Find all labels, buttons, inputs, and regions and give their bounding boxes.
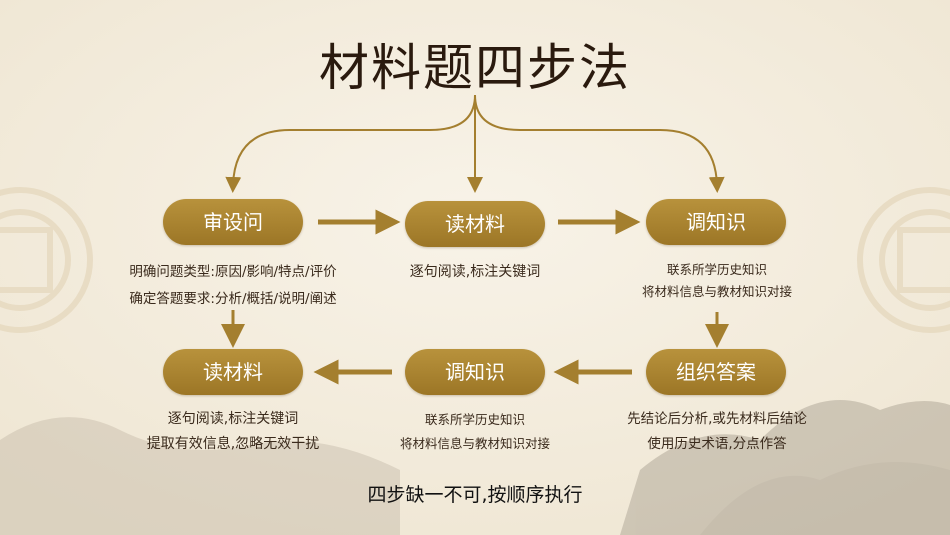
step-description: 逐句阅读,标注关键词 (375, 261, 575, 283)
desc-line: 联系所学历史知识 (666, 262, 767, 277)
step-label: 读材料 (203, 360, 263, 384)
left-ornament (0, 187, 93, 333)
desc-line: 确定答题要求:分析/概括/说明/阐述 (129, 291, 337, 307)
step-pill-调知识-2: 调知识 (405, 349, 545, 395)
step-description: 先结论后分析,或先材料后结论 使用历史术语,分点作答 (604, 407, 830, 457)
ink-mountains (0, 400, 950, 535)
step-description: 逐句阅读,标注关键词 提取有效信息,忽略无效干扰 (123, 407, 343, 457)
footer-note: 四步缺一不可,按顺序执行 (367, 484, 583, 506)
step-pill-调知识: 调知识 (646, 199, 786, 245)
desc-line: 将材料信息与教材知识对接 (399, 436, 550, 451)
title-branch-arrows (225, 94, 725, 193)
step-label: 审设问 (203, 210, 263, 234)
desc-line: 明确问题类型:原因/影响/特点/评价 (129, 264, 337, 280)
desc-line: 先结论后分析,或先材料后结论 (627, 411, 807, 427)
step-pill-组织答案: 组织答案 (646, 349, 786, 395)
desc-line: 将材料信息与教材知识对接 (641, 284, 792, 299)
step-description: 明确问题类型:原因/影响/特点/评价 确定答题要求:分析/概括/说明/阐述 (98, 259, 368, 313)
page-title: 材料题四步法 (319, 39, 631, 97)
step-label: 组织答案 (676, 360, 756, 384)
desc-line: 使用历史术语,分点作答 (647, 436, 787, 452)
step-pill-读材料-2: 读材料 (163, 349, 303, 395)
step-pill-审设问: 审设问 (163, 199, 303, 245)
desc-line: 逐句阅读,标注关键词 (409, 264, 541, 280)
step-label: 调知识 (686, 210, 746, 234)
step-pill-读材料: 读材料 (405, 201, 545, 247)
desc-line: 提取有效信息,忽略无效干扰 (146, 436, 320, 452)
desc-line: 逐句阅读,标注关键词 (167, 411, 299, 427)
right-ornament (857, 187, 950, 333)
desc-line: 联系所学历史知识 (424, 412, 525, 427)
step-description: 联系所学历史知识 将材料信息与教材知识对接 (370, 408, 580, 456)
step-description: 联系所学历史知识 将材料信息与教材知识对接 (612, 259, 822, 303)
step-label: 读材料 (445, 212, 505, 236)
step-label: 调知识 (445, 360, 505, 384)
